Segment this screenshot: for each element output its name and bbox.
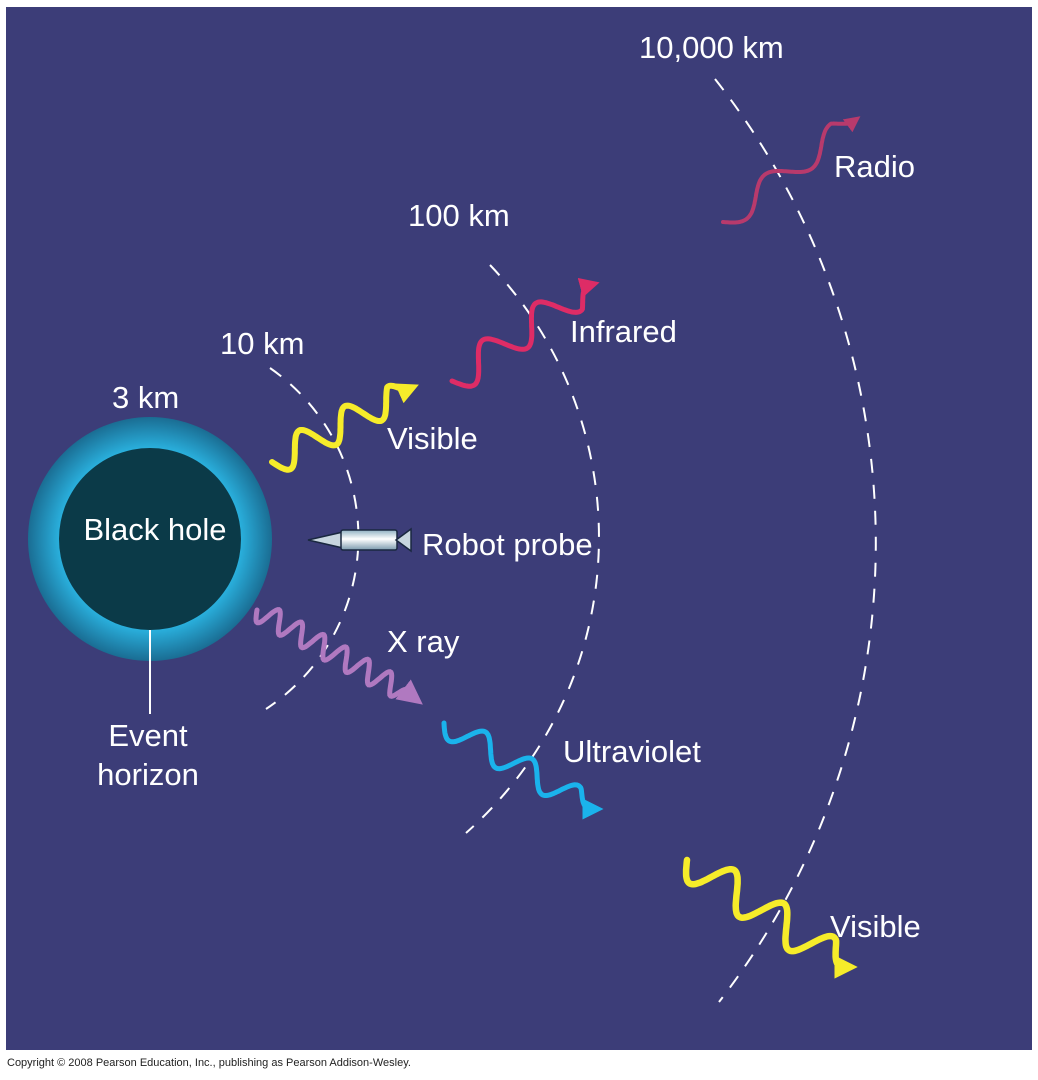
xray-label: X ray — [387, 624, 460, 659]
infrared-wave — [449, 277, 600, 389]
robot-probe-label: Robot probe — [422, 527, 593, 562]
event-horizon-label-line1: Event — [108, 718, 188, 753]
event-horizon-disk — [59, 448, 241, 630]
arc-100km — [465, 264, 600, 834]
radius-10km-label: 10 km — [220, 326, 304, 361]
radius-10000km-label: 10,000 km — [639, 30, 784, 65]
copyright-notice: Copyright © 2008 Pearson Education, Inc.… — [7, 1057, 411, 1069]
black-hole-diagram: Black hole 3 km 10 km 100 km 10,000 km R… — [6, 7, 1032, 1050]
event-horizon-label-line2: horizon — [97, 757, 199, 792]
ultraviolet-label: Ultraviolet — [563, 734, 701, 769]
visible-inner-wave — [269, 382, 419, 473]
radius-3km-label: 3 km — [112, 380, 179, 415]
radius-100km-label: 100 km — [408, 198, 510, 233]
arc-10000km — [714, 78, 877, 1003]
visible-outer-label: Visible — [830, 909, 921, 944]
radio-wave — [721, 116, 861, 225]
xray-wave — [253, 607, 423, 705]
robot-probe-icon — [307, 527, 412, 553]
black-hole-label: Black hole — [83, 512, 226, 547]
arc-10km — [265, 367, 360, 710]
radio-label: Radio — [834, 149, 915, 184]
ultraviolet-wave — [441, 720, 604, 820]
infrared-label: Infrared — [570, 314, 677, 349]
visible-outer-wave — [682, 856, 858, 979]
visible-inner-label: Visible — [387, 421, 478, 456]
